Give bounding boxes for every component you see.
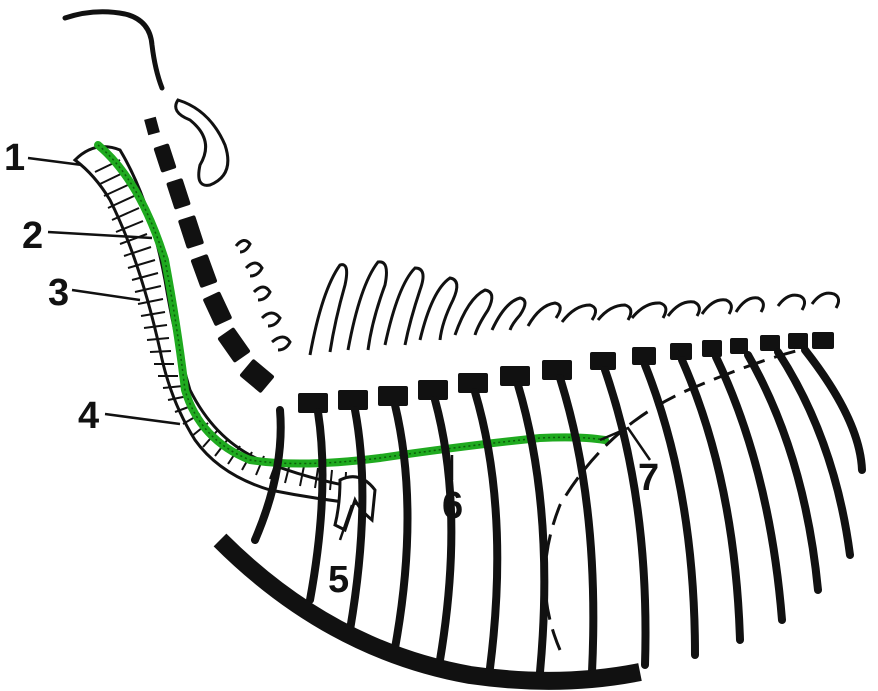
cervical-processes: [236, 240, 290, 350]
bronchi: [335, 477, 375, 530]
head-outline: [65, 12, 162, 88]
label-1: 1: [4, 137, 25, 179]
label-6: 6: [442, 485, 463, 527]
sternum: [220, 540, 640, 681]
label-3: 3: [48, 272, 69, 314]
ear-outline: [176, 100, 228, 185]
label-7: 7: [638, 457, 659, 499]
label-2: 2: [22, 215, 43, 257]
spinous-processes: [310, 262, 839, 355]
label-5: 5: [328, 559, 349, 601]
label-4: 4: [78, 395, 99, 437]
